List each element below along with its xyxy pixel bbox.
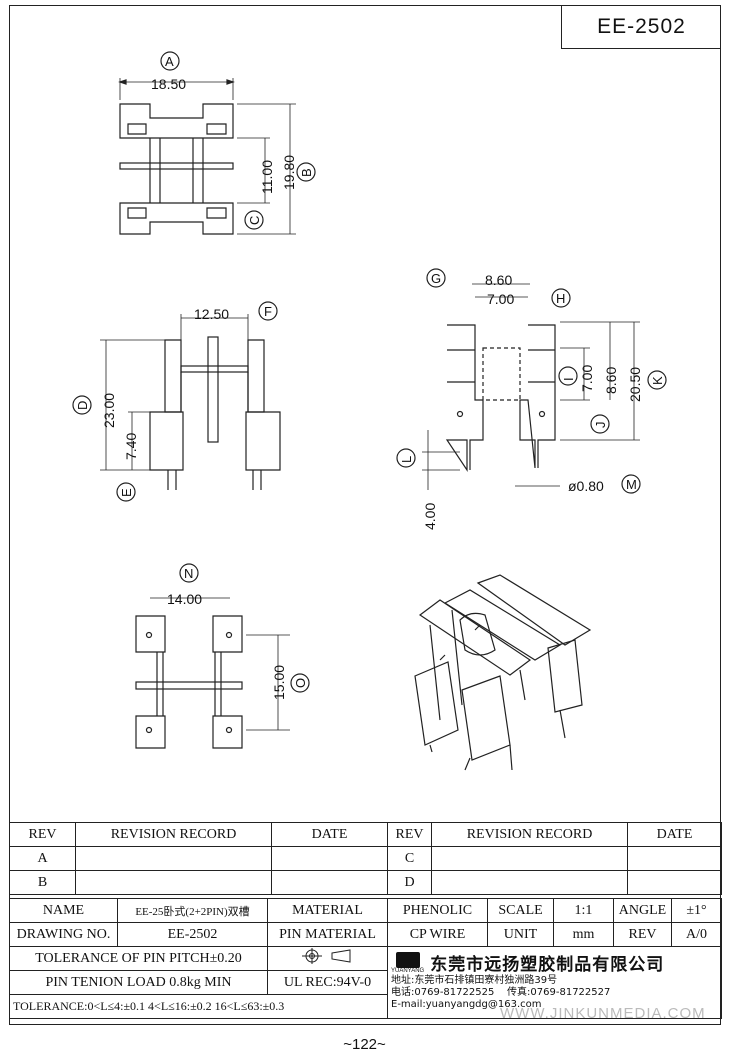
callout-d: D (75, 401, 90, 410)
callout-f: F (264, 304, 272, 319)
dim-e-text: 7.40 (123, 433, 139, 460)
dim-b-text: 19.80 (281, 155, 297, 190)
callout-o: O (293, 678, 308, 688)
bottom-view: 14.00 N 15.00 O (135, 563, 310, 749)
callout-e: E (119, 488, 134, 497)
company-name: 东莞市远扬塑胶制品有限公司 (430, 955, 665, 975)
part-number-title: EE-2502 (561, 5, 721, 49)
date-header-2: DATE (627, 822, 722, 847)
name-value: EE-25卧式(2+2PIN)双槽 (117, 898, 268, 923)
callout-g: G (431, 271, 441, 286)
callout-m: M (626, 477, 637, 492)
angle-value: ±1° (671, 898, 722, 923)
company-address: 地址:东莞市石排镇田寮村独洲路39号 (391, 975, 558, 986)
dim-11-text: 11.00 (259, 160, 275, 194)
callout-j: J (593, 422, 608, 429)
watermark: WWW.JINKUNMEDIA.COM (500, 1005, 706, 1022)
dim-f-text: 12.50 (194, 306, 229, 322)
company-phone-fax: 电话:0769-81722525 传真:0769-81722527 (391, 987, 611, 998)
projection-icon (301, 948, 350, 964)
rev-header: REV (9, 822, 76, 847)
scale-label: SCALE (487, 898, 554, 923)
drawing-no-label: DRAWING NO. (9, 922, 118, 947)
unit-value: mm (553, 922, 614, 947)
scale-value: 1:1 (553, 898, 614, 923)
general-tolerance: TOLERANCE:0<L≤4:±0.1 4<L≤16:±0.2 16<L≤63… (9, 994, 388, 1019)
callout-h: H (556, 291, 565, 306)
name-label: NAME (9, 898, 118, 923)
dim-m-text: ø0.80 (568, 478, 604, 494)
front-view: 18.50 A 11.00 19.80 B C (118, 51, 316, 235)
dim-o-text: 15.00 (271, 665, 287, 700)
angle-label: ANGLE (613, 898, 672, 923)
dim-n-text: 14.00 (167, 591, 202, 607)
yuanyang-logo: YUANYANG (391, 951, 424, 974)
drawing-frame (9, 5, 721, 1025)
callout-k: K (650, 376, 665, 385)
material-value: PHENOLIC (387, 898, 488, 923)
dim-l-text: 4.00 (422, 503, 438, 530)
tolerance-pin-pitch: TOLERANCE OF PIN PITCH±0.20 (9, 946, 268, 971)
dim-h-text: 7.00 (487, 291, 514, 307)
company-block: YUANYANG 东莞市远扬塑胶制品有限公司 地址:东莞市石排镇田寮村独洲路39… (387, 946, 722, 1019)
dim-k-text: 20.50 (627, 367, 643, 402)
technical-drawing: 18.50 A 11.00 19.80 B C 12.50 F (72, 51, 667, 771)
pin-tension-load: PIN TENION LOAD 0.8kg MIN (9, 970, 268, 995)
callout-n: N (184, 566, 193, 581)
dim-j-text: 8.60 (603, 367, 619, 394)
rev-a: A (9, 846, 76, 871)
dim-d-text: 23.00 (101, 393, 117, 428)
revision-record-header: REVISION RECORD (75, 822, 272, 847)
rev-header-2: REV (387, 822, 432, 847)
callout-a: A (165, 54, 174, 69)
drawing-no-value: EE-2502 (117, 922, 268, 947)
ul-rec: UL REC:94V-0 (267, 970, 388, 995)
pin-material-value: CP WIRE (387, 922, 488, 947)
rev-c: C (387, 846, 432, 871)
company-email: E-mail:yuanyangdg@163.com (391, 999, 542, 1010)
revision-table: REV REVISION RECORD DATE REV REVISION RE… (9, 822, 722, 895)
dim-a-text: 18.50 (151, 76, 186, 92)
unit-label: UNIT (487, 922, 554, 947)
rev-d: D (387, 870, 432, 895)
logo-icon (395, 951, 420, 968)
callout-c: C (247, 216, 262, 225)
dim-i-text: 7.00 (579, 365, 595, 392)
material-label: MATERIAL (267, 898, 388, 923)
page-number: ~122~ (343, 1036, 386, 1053)
rev-label: REV (613, 922, 672, 947)
dim-g-text: 8.60 (485, 272, 512, 288)
callout-i: I (561, 377, 576, 381)
right-view: 8.60 7.00 G H 7.00 8.60 20.50 I J K 4.00… (396, 268, 667, 530)
callout-b: B (299, 168, 314, 177)
callout-l: L (399, 456, 414, 463)
side-view: 12.50 F 23.00 7.40 D E (72, 301, 281, 502)
pin-material-label: PIN MATERIAL (267, 922, 388, 947)
rev-value: A/0 (671, 922, 722, 947)
title-block-table: NAME EE-25卧式(2+2PIN)双槽 MATERIAL PHENOLIC… (9, 898, 722, 1019)
projection-symbol (267, 946, 388, 971)
revision-record-header-2: REVISION RECORD (431, 822, 628, 847)
isometric-view (414, 574, 592, 771)
rev-b: B (9, 870, 76, 895)
date-header: DATE (271, 822, 388, 847)
